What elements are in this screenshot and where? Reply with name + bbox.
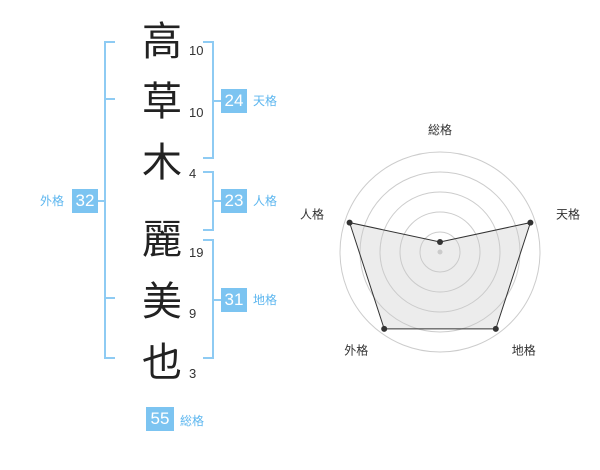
total-kaku-label: 総格 [180, 414, 205, 428]
total-kaku-value: 55 [146, 407, 174, 431]
stroke-count-2: 10 [189, 105, 204, 120]
radar-point-3 [492, 325, 499, 332]
gai-kaku-label: 外格 [40, 194, 65, 208]
name-char-2: 草 [142, 79, 182, 125]
radar-ring-3 [379, 191, 501, 313]
radar-point-1 [437, 239, 443, 245]
ten-kaku-label: 天格 [253, 94, 278, 108]
radar-center-dot [437, 249, 443, 255]
gai-kaku-value: 32 [72, 189, 98, 213]
radar-label-4: 外格 [344, 343, 368, 358]
name-char-5: 美 [142, 279, 182, 325]
radar-point-5 [346, 219, 353, 226]
radar-ring-5 [339, 151, 541, 353]
chi-kaku-label: 地格 [253, 293, 278, 307]
jin-kaku-label: 人格 [253, 194, 278, 208]
radar-point-4 [381, 325, 388, 332]
stroke-count-3: 4 [189, 166, 197, 181]
stroke-count-1: 10 [189, 43, 204, 58]
name-char-3: 木 [142, 140, 182, 186]
radar-ring-4 [359, 171, 521, 333]
radar-label-2: 天格 [556, 206, 580, 221]
name-char-6: 也 [142, 340, 182, 386]
radar-ring-2 [399, 211, 481, 293]
radar-point-2 [527, 219, 534, 226]
stroke-count-6: 3 [189, 366, 197, 381]
name-char-1: 高 [142, 19, 182, 65]
stroke-count-5: 9 [189, 306, 197, 321]
chi-kaku-value: 31 [221, 288, 247, 312]
jin-kaku-value: 23 [221, 189, 247, 213]
radar-polygon [348, 221, 532, 330]
name-char-4: 麗 [142, 217, 182, 263]
radar-ring-1 [419, 231, 461, 273]
radar-label-5: 人格 [300, 206, 324, 221]
radar-label-1: 総格 [428, 122, 452, 137]
stroke-count-4: 19 [189, 245, 204, 260]
radar-label-3: 地格 [512, 343, 536, 358]
ten-kaku-value: 24 [221, 89, 247, 113]
